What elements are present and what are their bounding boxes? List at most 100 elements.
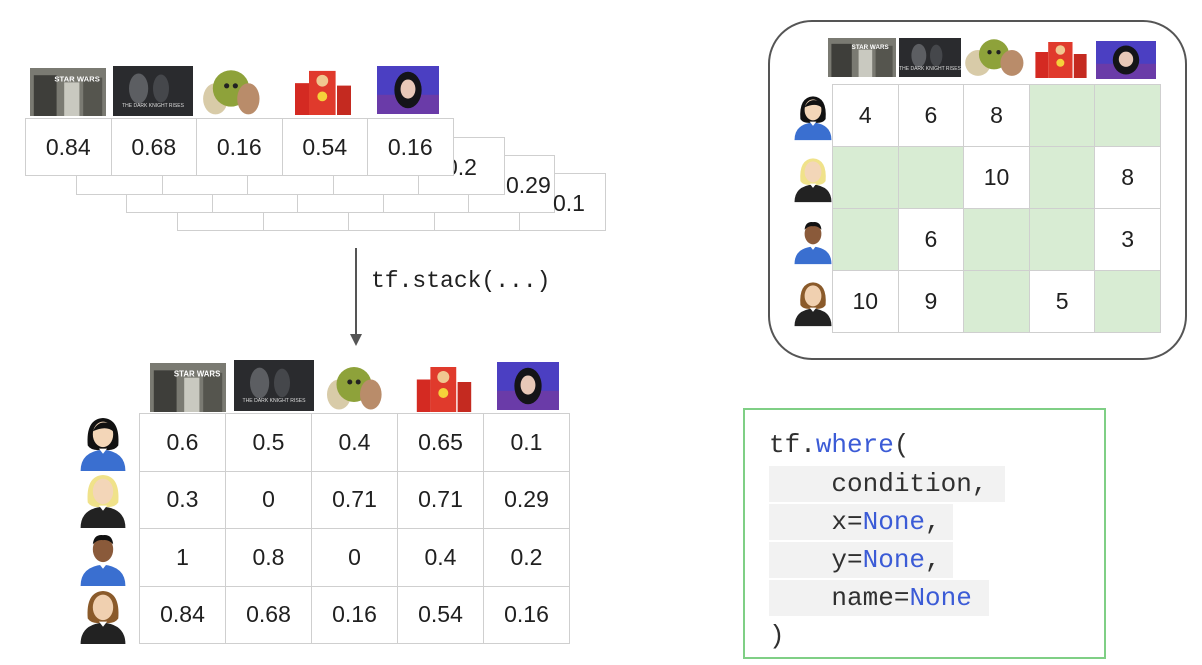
user-2-avatar-icon bbox=[80, 475, 126, 528]
poster-title: STAR WARS bbox=[852, 44, 889, 51]
matrix-cell: 0.5 bbox=[225, 413, 312, 472]
code-comma-y: , bbox=[925, 545, 941, 575]
figure bbox=[83, 77, 103, 116]
stack-arrow-line bbox=[355, 248, 357, 336]
rating-cell-missing bbox=[1028, 208, 1096, 271]
rating-cell: 9 bbox=[897, 270, 965, 333]
fringe bbox=[92, 422, 114, 432]
face bbox=[1118, 51, 1134, 67]
poster-title: STAR WARS bbox=[174, 370, 220, 379]
rating-cell-missing bbox=[897, 146, 965, 209]
shoulders bbox=[794, 246, 832, 265]
figure bbox=[457, 382, 472, 412]
collar bbox=[98, 505, 108, 511]
face bbox=[92, 478, 114, 505]
movie-5-thumbnail bbox=[377, 66, 439, 114]
code-snippet: tf.where( condition, x=None, y=None, nam… bbox=[743, 408, 1106, 659]
collar bbox=[809, 183, 817, 188]
matrix-cell: 0.29 bbox=[483, 470, 570, 529]
collar bbox=[98, 563, 108, 569]
code-line-1: tf.where( bbox=[769, 426, 909, 464]
cat bbox=[360, 379, 382, 410]
figure bbox=[1035, 52, 1049, 78]
code-open-paren: ( bbox=[893, 430, 910, 460]
rating-cell: 6 bbox=[897, 208, 965, 271]
shoulders bbox=[794, 184, 832, 203]
logo bbox=[317, 91, 328, 102]
rating-cell-missing bbox=[1094, 84, 1161, 147]
hair bbox=[92, 534, 114, 545]
front-row-cell: 0.16 bbox=[196, 118, 283, 176]
eye bbox=[232, 83, 238, 89]
face bbox=[437, 371, 450, 383]
code-none-name: None bbox=[909, 583, 972, 613]
layer-peek-value: 0.29 bbox=[506, 172, 551, 198]
face bbox=[316, 74, 329, 87]
rating-cell-missing bbox=[832, 146, 899, 209]
poster-bg bbox=[113, 66, 193, 116]
cat bbox=[1000, 50, 1024, 76]
shoulders bbox=[794, 308, 832, 327]
movie-4-thumbnail bbox=[1029, 38, 1093, 78]
matrix-cell: 0.65 bbox=[397, 413, 484, 472]
matrix-cell: 0.68 bbox=[225, 585, 312, 644]
figure bbox=[33, 75, 57, 116]
code-none-y: None bbox=[862, 545, 926, 575]
figure bbox=[831, 43, 852, 77]
figure bbox=[153, 370, 177, 412]
collar bbox=[809, 121, 817, 126]
movie-1-thumbnail: STAR WARS bbox=[828, 38, 896, 77]
hair bbox=[804, 222, 822, 230]
movie-2-thumbnail: THE DARK KNIGHT RISES bbox=[899, 38, 961, 77]
movie-2-thumbnail: THE DARK KNIGHT RISES bbox=[234, 360, 314, 411]
user-4-avatar-icon bbox=[794, 282, 832, 327]
rating-cell-missing bbox=[963, 270, 1030, 333]
stack-arrow-head bbox=[350, 334, 362, 346]
collar bbox=[809, 245, 817, 250]
movie-1-thumbnail: STAR WARS bbox=[150, 363, 226, 412]
movie-4-thumbnail bbox=[288, 66, 358, 115]
user-4-avatar-icon bbox=[80, 591, 126, 644]
figure bbox=[416, 379, 431, 412]
matrix-cell: 0.1 bbox=[483, 413, 570, 472]
rating-cell-missing bbox=[963, 208, 1030, 271]
shoulders bbox=[80, 622, 126, 644]
matrix-cell: 0.16 bbox=[483, 585, 570, 644]
face bbox=[804, 161, 822, 183]
poster-bg bbox=[899, 38, 961, 77]
matrix-cell: 0.71 bbox=[311, 470, 398, 529]
movie-3-thumbnail bbox=[200, 65, 262, 117]
code-line-5: name=None bbox=[769, 579, 972, 617]
layer-peek-value: 0.1 bbox=[553, 190, 585, 216]
code-line-4: y=None, bbox=[769, 541, 941, 579]
front-row-cell: 0.16 bbox=[367, 118, 454, 176]
matrix-cell: 0.8 bbox=[225, 528, 312, 587]
code-line-6: ) bbox=[769, 621, 785, 651]
fringe bbox=[804, 100, 822, 108]
rating-cell-missing bbox=[1028, 84, 1096, 147]
rating-cell: 10 bbox=[832, 270, 899, 333]
matrix-cell: 0 bbox=[225, 470, 312, 529]
logo bbox=[1056, 58, 1065, 67]
figure bbox=[153, 74, 169, 103]
shoulders bbox=[80, 449, 126, 471]
matrix-cell: 0.2 bbox=[483, 528, 570, 587]
user-3-avatar-icon bbox=[794, 222, 832, 265]
figure bbox=[64, 82, 80, 116]
collar bbox=[809, 307, 817, 312]
matrix-cell: 0.16 bbox=[311, 585, 398, 644]
face bbox=[400, 79, 416, 99]
figure bbox=[203, 372, 223, 412]
matrix-cell: 1 bbox=[139, 528, 226, 587]
poster-title: THE DARK KNIGHT RISES bbox=[242, 398, 306, 404]
figure bbox=[129, 73, 149, 104]
figure bbox=[184, 377, 200, 412]
face bbox=[520, 375, 536, 395]
movie-3-thumbnail bbox=[324, 362, 384, 412]
figure bbox=[295, 83, 309, 115]
matrix-cell: 0.3 bbox=[139, 470, 226, 529]
figure bbox=[250, 367, 270, 399]
figure bbox=[875, 45, 893, 77]
rating-cell-missing bbox=[1028, 146, 1096, 209]
eye bbox=[224, 83, 230, 89]
